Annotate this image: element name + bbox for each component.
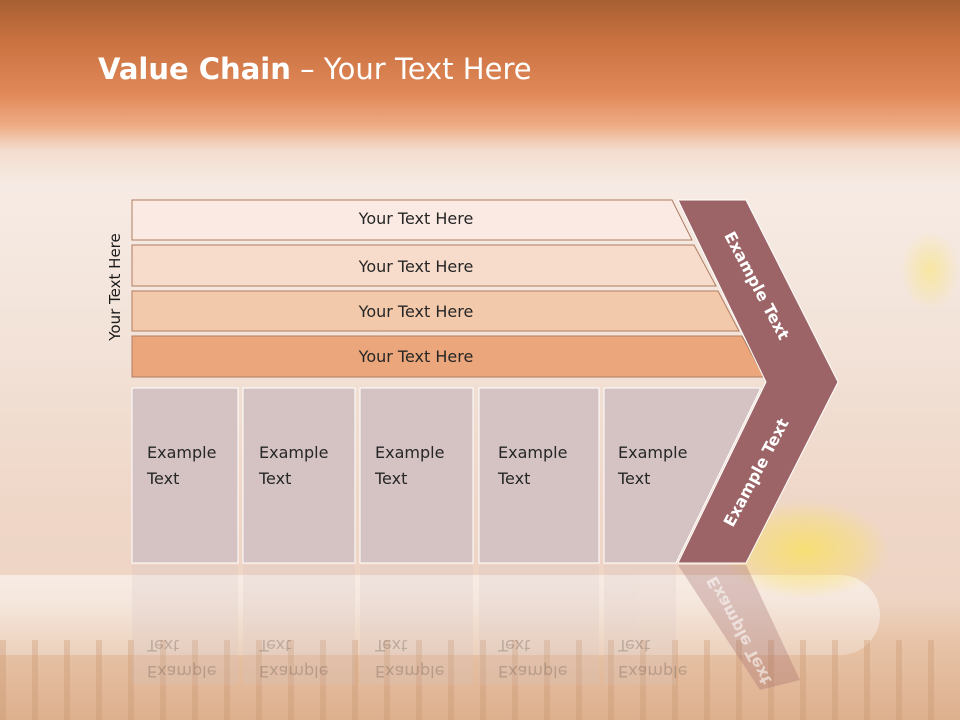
primary-activity-box-4[interactable] <box>478 387 600 564</box>
primary-activity-1-label: Example Text <box>147 440 216 492</box>
primary-activity-2-line2: Text <box>259 469 292 488</box>
primary-activity-1-line1: Example <box>147 443 217 462</box>
reflection-2-line2: Text <box>259 636 292 655</box>
margin-chevron[interactable] <box>677 199 839 564</box>
support-bar-1-label: Your Text Here <box>358 209 474 228</box>
primary-activity-2-line1: Example <box>259 443 329 462</box>
box-reflection-3 <box>360 565 473 685</box>
box-reflections <box>132 565 676 685</box>
slide-title-bold: Value Chain <box>98 52 291 86</box>
primary-activity-5-reflection: Example Text <box>618 632 687 684</box>
box-reflection-2 <box>243 565 355 685</box>
box-reflection-5 <box>604 565 676 685</box>
box-reflection-1 <box>132 565 238 685</box>
reflection-4-line2: Text <box>498 636 531 655</box>
primary-activity-2-label: Example Text <box>259 440 328 492</box>
primary-activity-3-reflection: Example Text <box>375 632 444 684</box>
primary-activity-box-3[interactable] <box>359 387 474 564</box>
reflection-4-line1: Example <box>498 662 568 681</box>
support-bar-1[interactable] <box>131 199 693 241</box>
primary-activity-4-label: Example Text <box>498 440 567 492</box>
primary-activity-1-line2: Text <box>147 469 180 488</box>
support-bar-2[interactable] <box>131 244 717 287</box>
slide-title: Value Chain – Your Text Here <box>98 52 532 86</box>
background-mat <box>0 640 960 720</box>
support-bar-3[interactable] <box>131 290 740 332</box>
reflection-2-line1: Example <box>259 662 329 681</box>
primary-activity-3-line2: Text <box>375 469 408 488</box>
reflection-5-line2: Text <box>618 636 651 655</box>
support-bar-4-label: Your Text Here <box>358 347 474 366</box>
primary-activity-3-line1: Example <box>375 443 445 462</box>
primary-activity-5-label: Example Text <box>618 440 687 492</box>
reflection-3-line2: Text <box>375 636 408 655</box>
primary-activity-3-label: Example Text <box>375 440 444 492</box>
reflection-5-line1: Example <box>618 662 688 681</box>
support-bar-2-label: Your Text Here <box>358 257 474 276</box>
primary-activity-2-reflection: Example Text <box>259 632 328 684</box>
support-bar-3-label: Your Text Here <box>358 302 474 321</box>
primary-activity-4-line2: Text <box>498 469 531 488</box>
primary-activity-5-line2: Text <box>618 469 651 488</box>
box-reflection-4 <box>479 565 599 685</box>
primary-activity-box-1[interactable] <box>131 387 239 564</box>
primary-activity-4-line1: Example <box>498 443 568 462</box>
margin-chevron-reflection <box>678 565 800 690</box>
background-flower-small <box>900 230 960 310</box>
reflection-3-line1: Example <box>375 662 445 681</box>
primary-activity-5-line1: Example <box>618 443 688 462</box>
primary-activity-1-reflection: Example Text <box>147 632 216 684</box>
primary-activity-4-reflection: Example Text <box>498 632 567 684</box>
primary-activity-box-2[interactable] <box>242 387 356 564</box>
reflection-1-line1: Example <box>147 662 217 681</box>
reflection-1-line2: Text <box>147 636 180 655</box>
slide-title-rest: – Your Text Here <box>290 52 532 86</box>
primary-activity-box-5[interactable] <box>603 387 761 564</box>
